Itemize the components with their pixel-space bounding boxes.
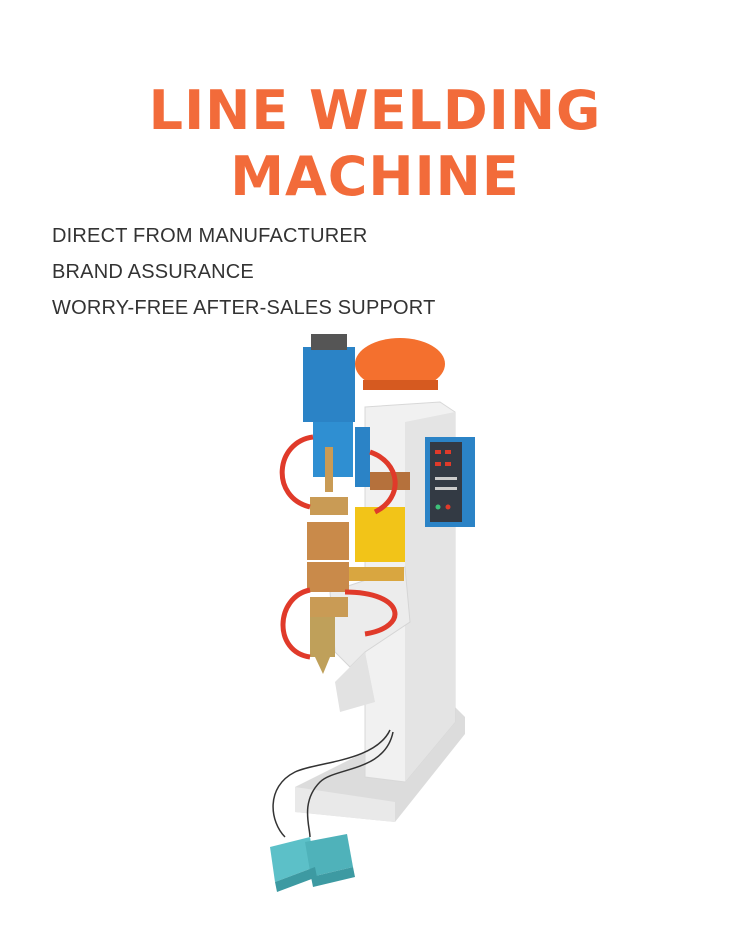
upper-electrode-rod — [325, 447, 333, 492]
lower-arm — [349, 567, 404, 581]
lower-electrode-tip — [315, 657, 330, 674]
upper-electrode-holder — [310, 497, 348, 515]
foot-pedal — [270, 837, 315, 882]
welding-machine-image — [270, 334, 475, 892]
upper-cable-left — [279, 434, 314, 510]
air-tank — [355, 338, 445, 390]
upper-cable-right — [369, 449, 398, 515]
upper-copper-block — [307, 522, 349, 560]
feature-item: BRAND ASSURANCE — [52, 261, 254, 283]
panel-label — [435, 487, 457, 490]
foot-pedal-base — [275, 867, 317, 892]
page-title: LINE WELDING MACHINE — [148, 79, 602, 208]
pedal-cable — [272, 729, 391, 838]
lower-electrode — [310, 617, 335, 657]
cylinder-valve — [311, 334, 347, 350]
indicator-light — [445, 450, 451, 454]
panel-button — [445, 504, 451, 510]
pneumatic-cylinder — [303, 347, 355, 422]
feature-list: DIRECT FROM MANUFACTURER BRAND ASSURANCE… — [52, 218, 436, 326]
foot-pedal — [305, 834, 353, 877]
upper-transformer-link — [370, 472, 410, 490]
control-panel-face — [430, 442, 462, 522]
feature-item: DIRECT FROM MANUFACTURER — [52, 225, 368, 247]
lower-cable-right — [344, 589, 398, 637]
cylinder-mount — [355, 427, 370, 487]
machine-base-front — [295, 787, 395, 822]
indicator-light — [445, 462, 451, 466]
air-tank-stand — [363, 380, 438, 390]
panel-button — [435, 504, 441, 510]
transformer-plate — [355, 507, 405, 562]
lower-bracket-foot — [335, 652, 375, 712]
lower-cable-left — [280, 587, 311, 660]
foot-pedal-base — [311, 867, 355, 887]
pedal-cable — [306, 731, 394, 838]
indicator-light — [435, 462, 441, 466]
lower-copper-block — [307, 562, 349, 592]
lower-electrode-holder — [310, 597, 348, 617]
indicator-light — [435, 450, 441, 454]
panel-label — [435, 477, 457, 480]
feature-item: WORRY-FREE AFTER-SALES SUPPORT — [52, 297, 436, 319]
